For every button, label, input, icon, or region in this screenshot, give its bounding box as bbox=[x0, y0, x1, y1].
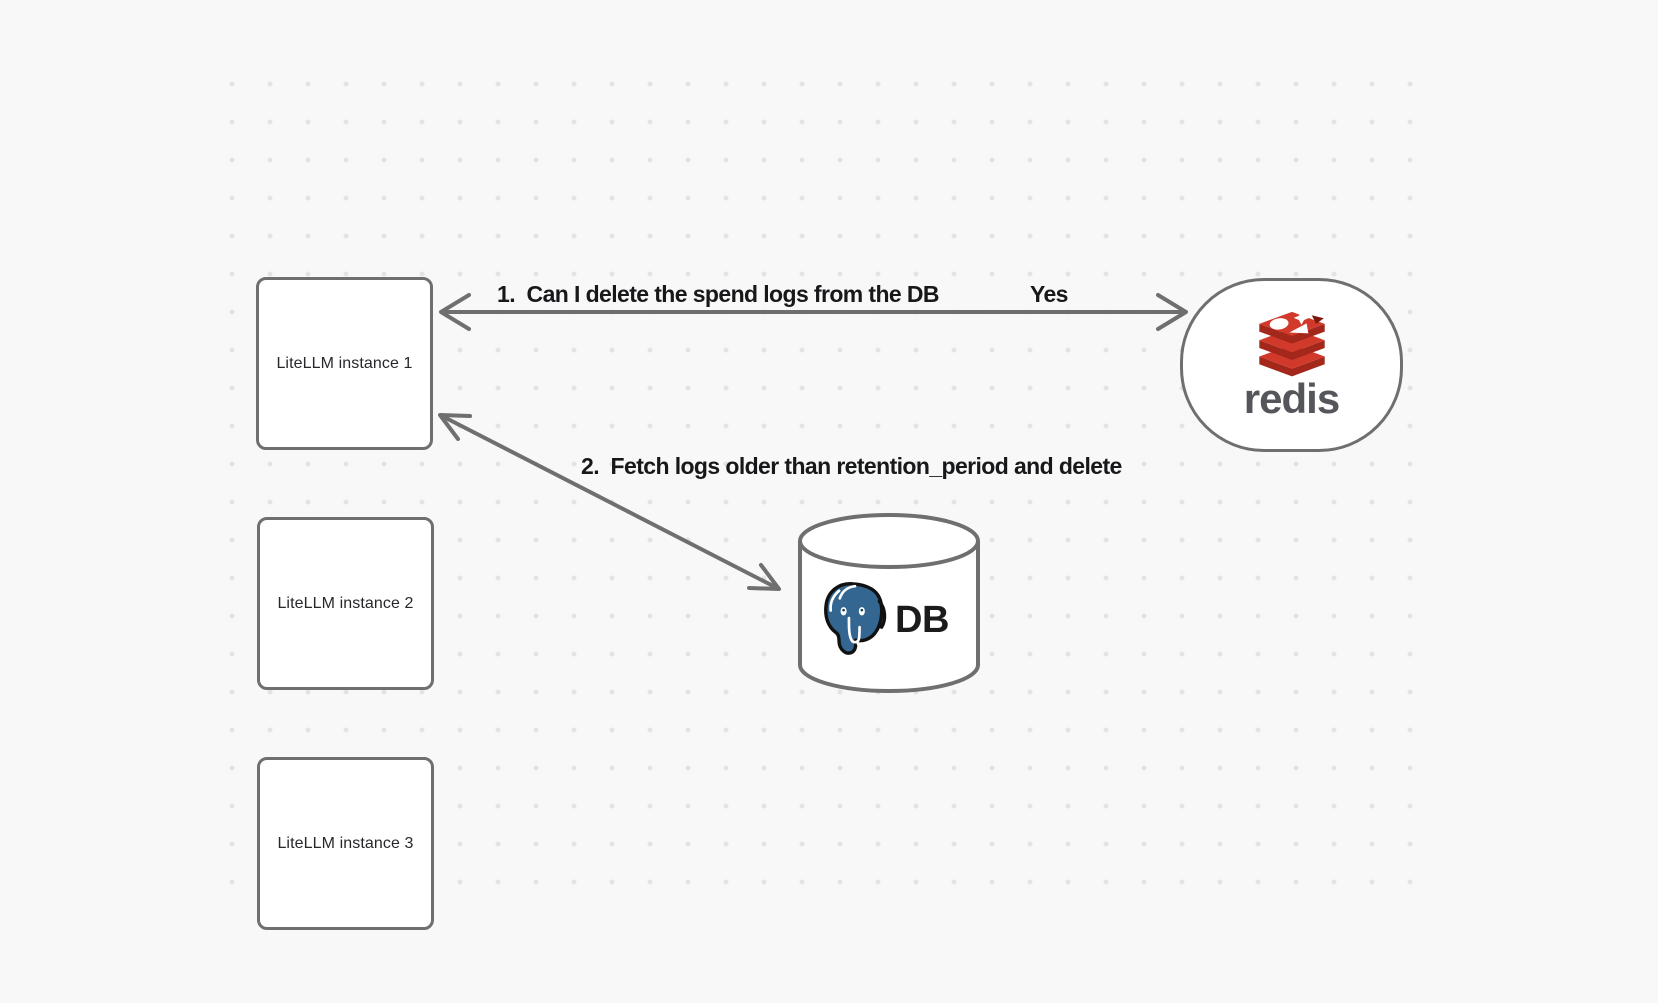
arrow-1-head-left bbox=[439, 293, 471, 331]
arrow-2-line bbox=[440, 414, 779, 590]
node-litellm-instance-1[interactable]: LiteLLM instance 1 bbox=[256, 277, 433, 450]
arrow-1-head-right bbox=[1156, 293, 1188, 331]
arrow-2-head-box bbox=[438, 413, 472, 441]
node-redis[interactable]: redis bbox=[1180, 278, 1403, 452]
arrow-1-response-label[interactable]: Yes bbox=[1030, 281, 1068, 307]
redis-wordmark: redis bbox=[1243, 375, 1340, 422]
node-label: LiteLLM instance 2 bbox=[277, 594, 414, 612]
redis-logo-icon bbox=[1258, 310, 1325, 377]
db-label: DB bbox=[895, 598, 949, 641]
node-litellm-instance-2[interactable]: LiteLLM instance 2 bbox=[257, 517, 434, 690]
arrow-redis-instance1[interactable] bbox=[439, 293, 1188, 331]
cylinder-top bbox=[798, 513, 980, 569]
node-label: LiteLLM instance 1 bbox=[276, 354, 413, 372]
node-label: LiteLLM instance 3 bbox=[277, 834, 414, 852]
arrow-instance1-db[interactable] bbox=[438, 413, 781, 591]
arrow-2-head-db bbox=[747, 563, 781, 591]
arrow-1-label[interactable]: 1. Can I delete the spend logs from the … bbox=[497, 281, 940, 307]
db-content: DB bbox=[789, 572, 977, 668]
node-litellm-instance-3[interactable]: LiteLLM instance 3 bbox=[257, 757, 434, 930]
postgresql-icon bbox=[824, 582, 887, 655]
arrow-2-label[interactable]: 2. Fetch logs older than retention_perio… bbox=[581, 453, 1122, 479]
